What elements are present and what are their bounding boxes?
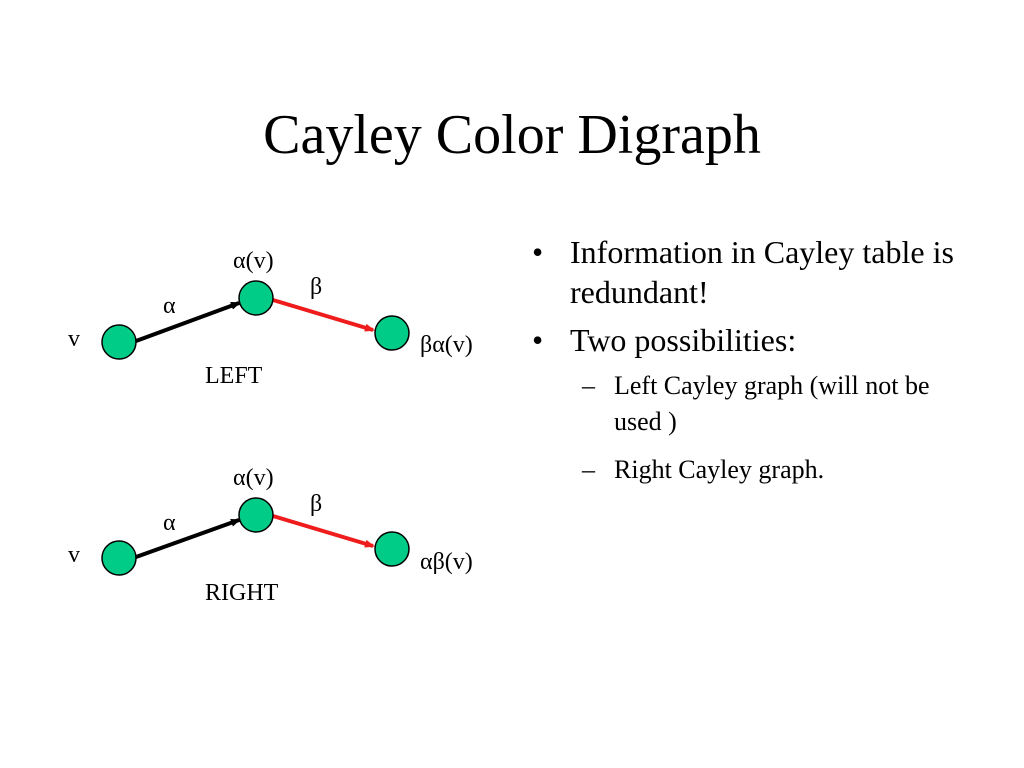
bullet-marker: •	[532, 322, 544, 358]
left-alpha-edge	[135, 301, 241, 343]
right-start-node	[101, 540, 137, 576]
bullet-marker: •	[532, 234, 544, 270]
bullet-text: Two possibilities:	[570, 322, 797, 358]
left-mid-label: α(v)	[233, 248, 274, 274]
left-beta-edge	[272, 298, 375, 332]
sub-bullet-text: Left Cayley graph (will not be used )	[614, 371, 930, 436]
sub-bullet-item: – Right Cayley graph.	[530, 452, 970, 488]
left-mid-node	[238, 280, 274, 316]
left-start-node	[101, 324, 137, 360]
cayley-diagrams: v α α(v) β βα(v) LEFT v α α(v) β αβ(v) R…	[68, 248, 473, 606]
sub-bullet-marker: –	[582, 371, 595, 400]
bullet-text: Information in Cayley table is redundant…	[570, 234, 954, 310]
left-end-label: βα(v)	[420, 332, 473, 358]
right-caption: RIGHT	[205, 580, 279, 606]
right-alpha-edge	[135, 518, 241, 559]
right-end-node	[374, 531, 410, 567]
right-beta-label: β	[310, 491, 322, 517]
left-diagram: v α α(v) β βα(v) LEFT	[68, 248, 473, 389]
left-alpha-label: α	[163, 293, 176, 319]
left-caption: LEFT	[205, 363, 263, 389]
bullet-item: • Information in Cayley table is redunda…	[530, 232, 970, 312]
slide-title: Cayley Color Digraph	[263, 104, 761, 166]
bullet-item: • Two possibilities:	[530, 320, 970, 360]
right-beta-edge	[272, 514, 375, 548]
right-alpha-label: α	[163, 510, 176, 536]
right-start-label: v	[68, 542, 80, 568]
sub-bullet-marker: –	[582, 455, 595, 484]
bullet-list: • Information in Cayley table is redunda…	[530, 232, 970, 500]
right-diagram: v α α(v) β αβ(v) RIGHT	[68, 465, 473, 606]
left-beta-label: β	[310, 274, 322, 300]
right-end-label: αβ(v)	[420, 549, 473, 575]
right-mid-node	[238, 497, 274, 533]
left-end-node	[374, 315, 410, 351]
sub-bullet-item: – Left Cayley graph (will not be used )	[530, 368, 970, 440]
left-start-label: v	[68, 326, 80, 352]
sub-bullet-text: Right Cayley graph.	[614, 455, 825, 484]
right-mid-label: α(v)	[233, 465, 274, 491]
